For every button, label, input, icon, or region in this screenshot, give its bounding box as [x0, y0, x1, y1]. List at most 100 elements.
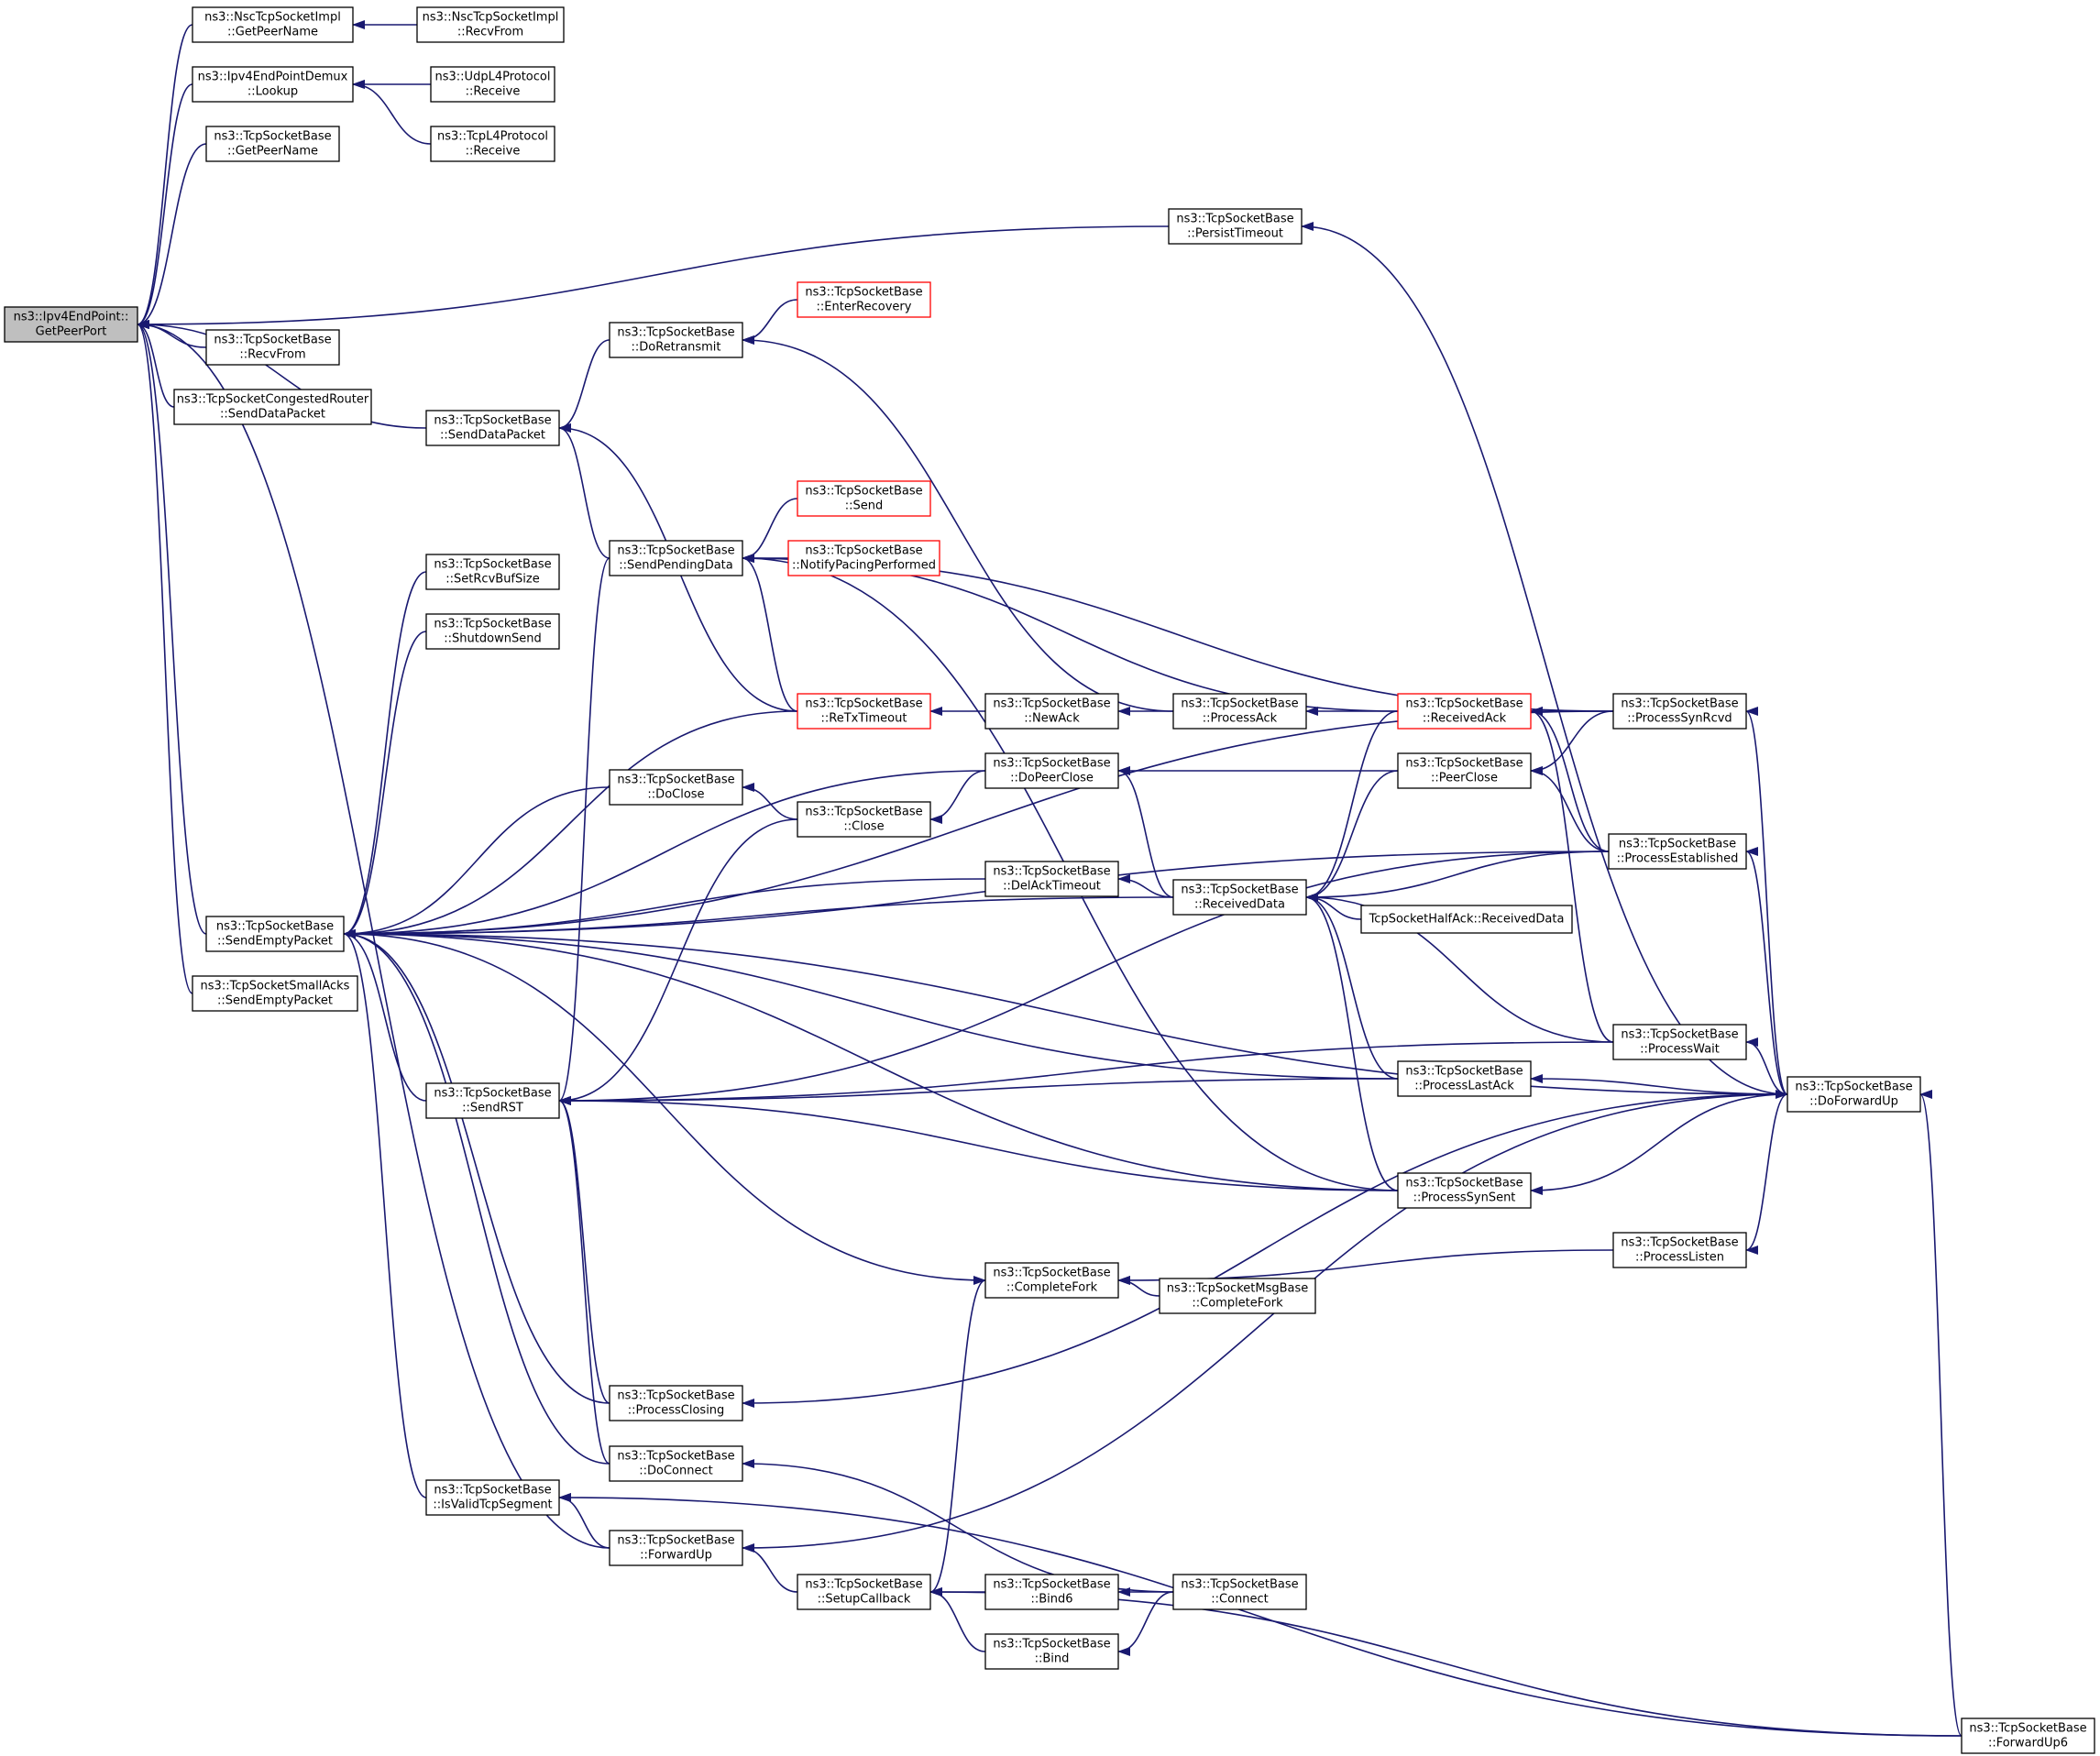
edge-procack-to-doretx — [742, 335, 1174, 712]
edge-connect-to-doconnect — [742, 1459, 1174, 1593]
node-label: ::ProcessLastAck — [1414, 1080, 1514, 1093]
node-recvdata[interactable]: ns3::TcpSocketBase::ReceivedData — [1172, 879, 1307, 916]
node-listen[interactable]: ns3::TcpSocketBase::ProcessListen — [1612, 1232, 1747, 1268]
edge-recvdata-to-dopeerclose — [1117, 766, 1174, 898]
node-fwdup6[interactable]: ns3::TcpSocketBase::ForwardUp6 — [1961, 1718, 2095, 1754]
node-smallacks[interactable]: ns3::TcpSocketSmallAcks::SendEmptyPacket — [192, 975, 358, 1012]
node-label: ns3::TcpSocketBase — [993, 1578, 1110, 1592]
node-msgfork[interactable]: ns3::TcpSocketMsgBase::CompleteFork — [1159, 1278, 1316, 1314]
node-label: ::ProcessSynSent — [1413, 1191, 1516, 1205]
node-congested[interactable]: ns3::TcpSocketCongestedRouter::SendDataP… — [173, 389, 372, 425]
node-sendpend[interactable]: ns3::TcpSocketBase::SendPendingData — [609, 540, 743, 576]
node-box — [1168, 208, 1303, 245]
node-compfork[interactable]: ns3::TcpSocketBase::CompleteFork — [984, 1262, 1119, 1299]
node-label: ns3::TcpSocketSmallAcks — [201, 980, 350, 993]
node-dopeerclose[interactable]: ns3::TcpSocketBase::DoPeerClose — [984, 752, 1119, 789]
node-label: ns3::TcpSocketBase — [805, 697, 922, 711]
node-send[interactable]: ns3::TcpSocketBase::Send — [797, 480, 931, 517]
node-label: ns3::TcpSocketCongestedRouter — [177, 393, 369, 407]
edge-delack-to-sendempty — [343, 878, 986, 938]
node-halfack[interactable]: TcpSocketHalfAck::ReceivedData — [1360, 905, 1573, 934]
node-label: ns3::Ipv4EndPointDemux — [198, 71, 348, 84]
node-procack[interactable]: ns3::TcpSocketBase::ProcessAck — [1172, 693, 1307, 730]
node-setrcv[interactable]: ns3::TcpSocketBase::SetRcvBufSize — [425, 554, 560, 590]
node-senddata[interactable]: ns3::TcpSocketBase::SendDataPacket — [425, 410, 560, 446]
node-box — [609, 540, 743, 576]
node-label: ns3::TcpSocketBase — [617, 1389, 734, 1403]
node-label: ::CompleteFork — [1006, 1281, 1098, 1295]
node-setupcb[interactable]: ns3::TcpSocketBase::SetupCallback — [797, 1574, 931, 1610]
node-newack[interactable]: ns3::TcpSocketBase::NewAck — [984, 693, 1119, 730]
edge-setupcb-to-fwdup — [742, 1543, 798, 1593]
node-peerclose[interactable]: ns3::TcpSocketBase::PeerClose — [1397, 752, 1532, 789]
node-label: ns3::TcpSocketBase — [434, 1484, 551, 1498]
node-label: ::ForwardUp6 — [1988, 1737, 2068, 1751]
node-box — [192, 6, 354, 43]
node-label: ns3::TcpSocketBase — [617, 1534, 734, 1548]
node-lastack[interactable]: ns3::TcpSocketBase::ProcessLastAck — [1397, 1060, 1532, 1097]
node-box — [192, 975, 358, 1012]
node-label: ns3::TcpSocketBase — [993, 757, 1110, 771]
node-gpp[interactable]: ns3::Ipv4EndPoint::GetPeerPort — [4, 306, 138, 343]
node-doretx[interactable]: ns3::TcpSocketBase::DoRetransmit — [609, 322, 743, 358]
node-closing[interactable]: ns3::TcpSocketBase::ProcessClosing — [609, 1385, 743, 1421]
node-notifypace[interactable]: ns3::TcpSocketBase::NotifyPacingPerforme… — [787, 540, 940, 576]
node-box — [984, 1262, 1119, 1299]
node-shutdown[interactable]: ns3::TcpSocketBase::ShutdownSend — [425, 613, 560, 650]
node-label: ns3::TcpSocketBase — [1619, 838, 1736, 851]
node-procwait[interactable]: ns3::TcpSocketBase::ProcessWait — [1612, 1024, 1747, 1060]
node-retxto[interactable]: ns3::TcpSocketBase::ReTxTimeout — [797, 693, 931, 730]
node-label: ::SendPendingData — [619, 559, 733, 573]
node-close[interactable]: ns3::TcpSocketBase::Close — [797, 801, 931, 838]
edge-recvdata-to-sendempty — [343, 896, 1174, 938]
node-nsc_gpn[interactable]: ns3::NscTcpSocketImpl::GetPeerName — [192, 6, 354, 43]
node-label: ::IsValidTcpSegment — [433, 1498, 552, 1512]
node-validseg[interactable]: ns3::TcpSocketBase::IsValidTcpSegment — [425, 1479, 560, 1516]
node-synrcvd[interactable]: ns3::TcpSocketBase::ProcessSynRcvd — [1612, 693, 1747, 730]
node-label: ::ReTxTimeout — [821, 712, 907, 726]
node-synsent[interactable]: ns3::TcpSocketBase::ProcessSynSent — [1397, 1172, 1532, 1209]
node-label: ns3::TcpSocketBase — [805, 1578, 922, 1592]
node-label: ns3::TcpSocketBase — [216, 920, 334, 934]
node-established[interactable]: ns3::TcpSocketBase::ProcessEstablished — [1608, 833, 1747, 870]
node-label: ::NewAck — [1024, 712, 1080, 726]
node-box — [797, 281, 931, 318]
edge-bind-to-setupcb — [929, 1587, 986, 1652]
node-box — [205, 329, 340, 366]
node-delack[interactable]: ns3::TcpSocketBase::DelAckTimeout — [984, 861, 1119, 897]
node-bind[interactable]: ns3::TcpSocketBase::Bind — [984, 1633, 1119, 1670]
node-bind6[interactable]: ns3::TcpSocketBase::Bind6 — [984, 1574, 1119, 1610]
node-box — [1360, 905, 1573, 934]
edge-closing-to-sendempty — [343, 929, 610, 1404]
node-label: ns3::TcpSocketBase — [617, 774, 734, 787]
node-nsc_rf[interactable]: ns3::NscTcpSocketImpl::RecvFrom — [416, 6, 565, 43]
node-recvfrom[interactable]: ns3::TcpSocketBase::RecvFrom — [205, 329, 340, 366]
node-tsb_gpn[interactable]: ns3::TcpSocketBase::GetPeerName — [205, 126, 340, 162]
node-doclose[interactable]: ns3::TcpSocketBase::DoClose — [609, 769, 743, 806]
edge-dopeerclose-to-sendempty — [343, 770, 986, 938]
node-tcpl4[interactable]: ns3::TcpL4Protocol::Receive — [430, 126, 555, 162]
node-fwdup[interactable]: ns3::TcpSocketBase::ForwardUp — [609, 1530, 743, 1566]
node-label: ::Bind — [1035, 1652, 1070, 1666]
node-connect[interactable]: ns3::TcpSocketBase::Connect — [1172, 1574, 1307, 1610]
node-box — [1961, 1718, 2095, 1754]
node-recvack[interactable]: ns3::TcpSocketBase::ReceivedAck — [1397, 693, 1532, 730]
node-sendrst[interactable]: ns3::TcpSocketBase::SendRST — [425, 1082, 560, 1119]
node-dofwdup[interactable]: ns3::TcpSocketBase::DoForwardUp — [1787, 1076, 1921, 1113]
node-doconnect[interactable]: ns3::TcpSocketBase::DoConnect — [609, 1445, 743, 1482]
node-sendempty[interactable]: ns3::TcpSocketBase::SendEmptyPacket — [205, 916, 345, 952]
node-box — [192, 66, 354, 103]
node-udp[interactable]: ns3::UdpL4Protocol::Receive — [430, 66, 555, 103]
node-enterrec[interactable]: ns3::TcpSocketBase::EnterRecovery — [797, 281, 931, 318]
node-box — [609, 1445, 743, 1482]
node-label: ::Close — [843, 820, 884, 834]
node-label: ::SetupCallback — [818, 1593, 911, 1607]
node-label: ::Send — [845, 499, 884, 513]
node-persist[interactable]: ns3::TcpSocketBase::PersistTimeout — [1168, 208, 1303, 245]
node-box — [1787, 1076, 1921, 1113]
edge-dofwdup-to-synsent — [1530, 1093, 1788, 1195]
node-label: ns3::TcpSocketBase — [993, 865, 1110, 879]
node-demux[interactable]: ns3::Ipv4EndPointDemux::Lookup — [192, 66, 354, 103]
edge-tcpl4-to-demux — [352, 80, 432, 145]
node-label: ::ProcessClosing — [628, 1404, 725, 1418]
